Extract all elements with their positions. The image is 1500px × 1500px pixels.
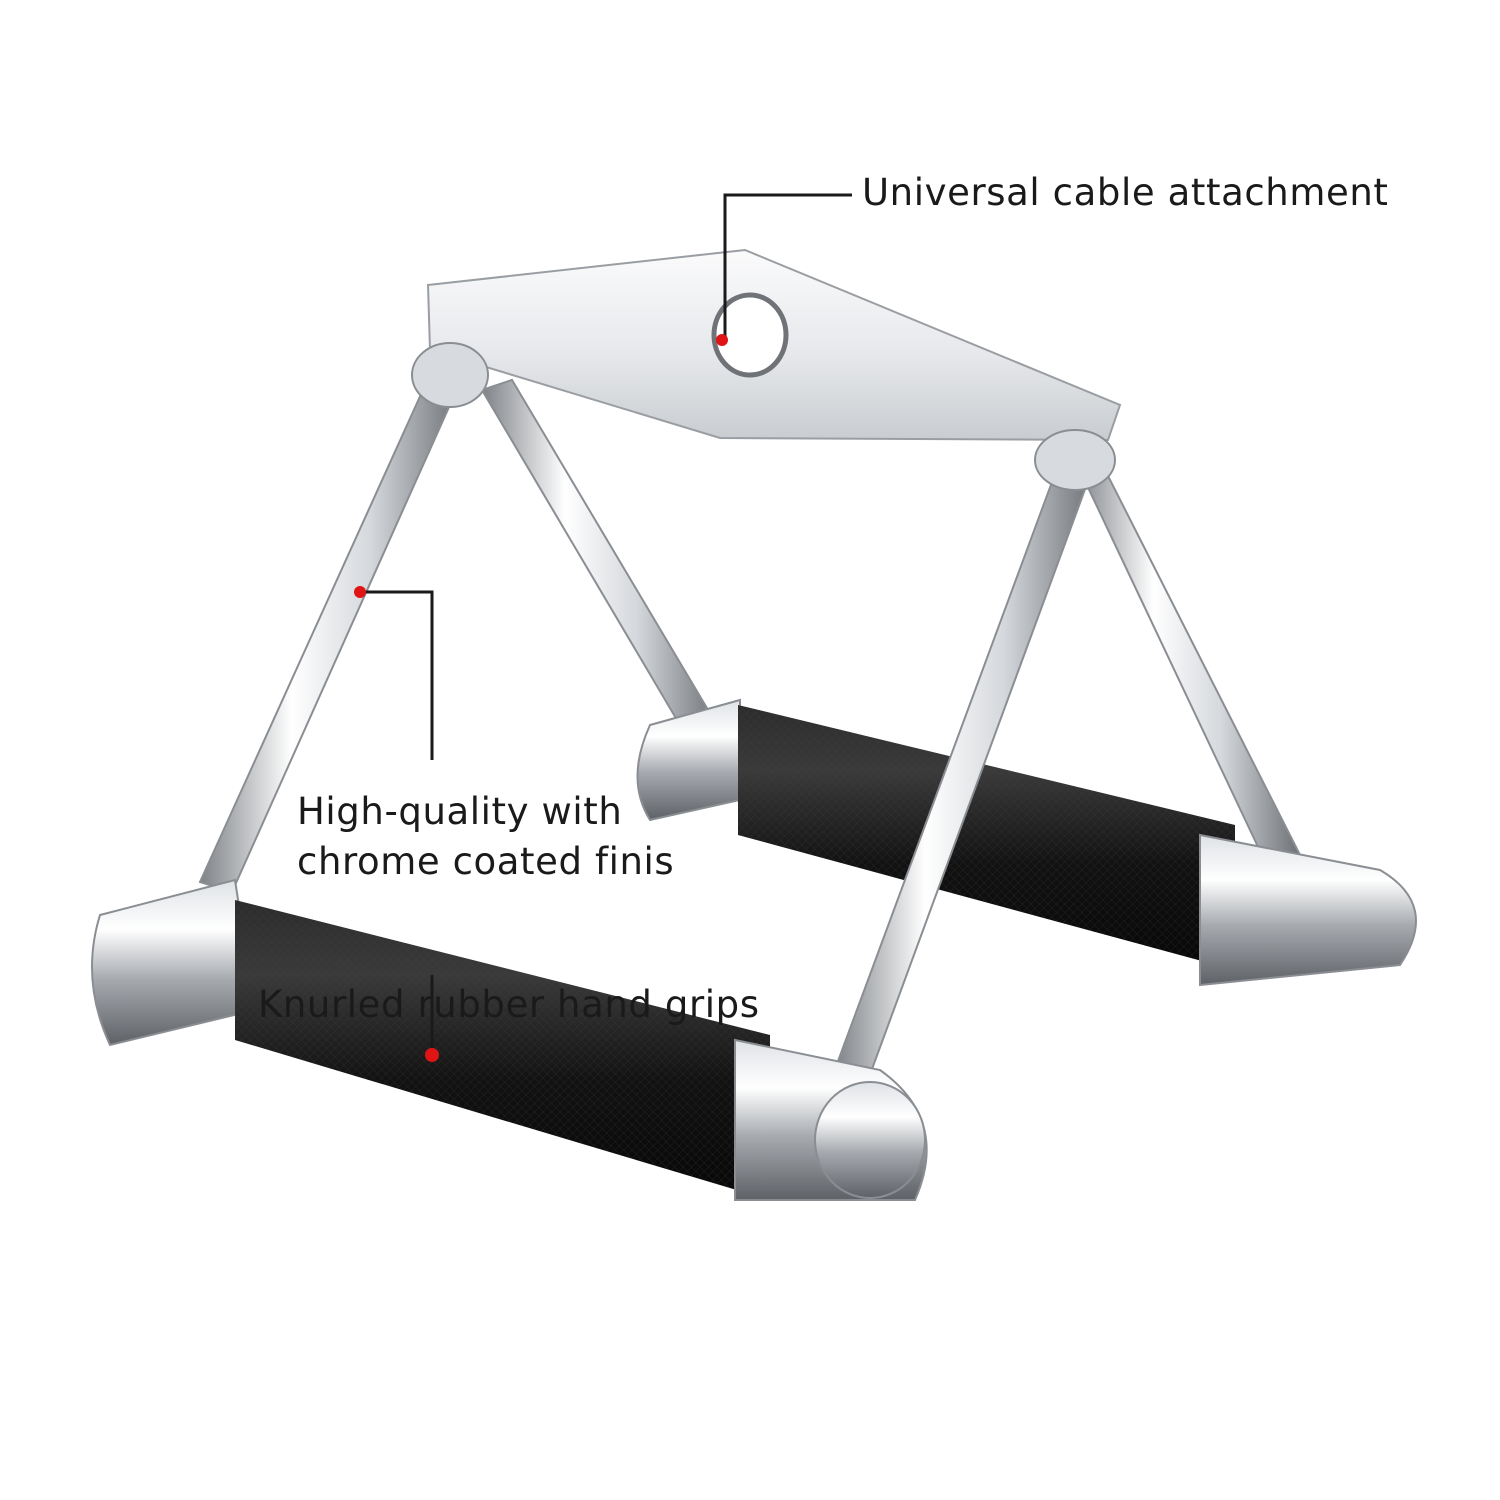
callout-hand-grips: Knurled rubber hand grips — [258, 983, 760, 1026]
back-handle — [636, 698, 1417, 987]
marker-dot-cable-attachment — [716, 334, 728, 346]
callout-chrome-finish: High-quality with chrome coated finis — [297, 787, 674, 887]
callout-cable-attachment: Universal cable attachment — [862, 171, 1389, 214]
callout-chrome-finish-line2: chrome coated finis — [297, 840, 675, 883]
marker-dot-finish — [354, 586, 366, 598]
front-handle — [91, 878, 928, 1201]
leader-line-cable-attachment — [723, 193, 852, 340]
attachment-hole — [711, 292, 789, 378]
back-left-rod — [480, 378, 722, 744]
marker-dot-grips — [425, 1048, 439, 1062]
callout-chrome-finish-line1: High-quality with — [297, 790, 623, 833]
leader-line-finish — [360, 590, 434, 760]
